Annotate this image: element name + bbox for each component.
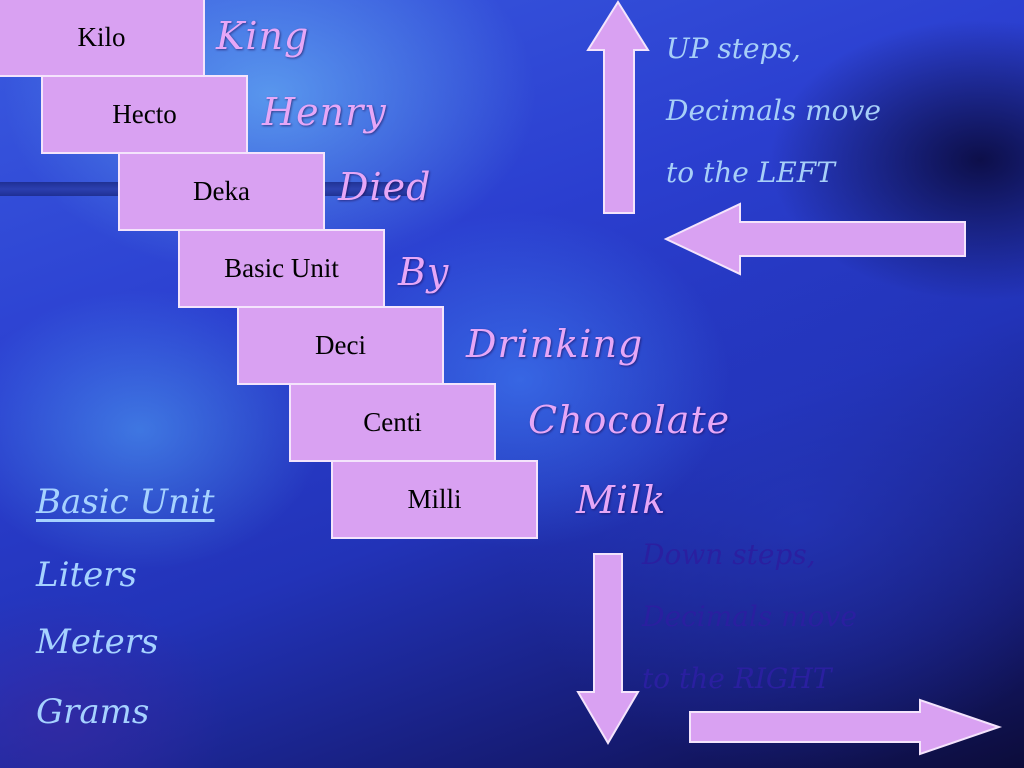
step-deci: Deci [237, 306, 444, 385]
mnemonic-word-king: King [216, 14, 310, 58]
mnemonic-word-milk: Milk [576, 478, 667, 522]
basic-units-header: Basic Unit [36, 482, 215, 522]
up-note-line: Decimals move [666, 94, 881, 127]
up-steps-note: UP steps, Decimals move to the LEFT [666, 18, 881, 204]
down-note-line: Down steps, [642, 538, 816, 571]
arrow-up-icon [586, 0, 650, 214]
basic-unit-item: Grams [36, 692, 150, 732]
step-hecto: Hecto [41, 75, 248, 154]
mnemonic-word-henry: Henry [262, 90, 387, 134]
mnemonic-word-by: By [398, 250, 450, 294]
basic-unit-item: Meters [36, 622, 159, 662]
mnemonic-word-chocolate: Chocolate [528, 398, 731, 442]
step-deka: Deka [118, 152, 325, 231]
basic-unit-item: Liters [36, 555, 137, 595]
arrow-down-icon [576, 553, 640, 745]
down-note-line: to the RIGHT [642, 662, 832, 695]
step-milli: Milli [331, 460, 538, 539]
arrow-left-icon [663, 202, 966, 276]
up-note-line: UP steps, [666, 32, 801, 65]
mnemonic-word-died: Died [338, 165, 432, 209]
down-steps-note: Down steps, Decimals move to the RIGHT [642, 524, 857, 710]
step-kilo: Kilo [0, 0, 205, 77]
step-centi: Centi [289, 383, 496, 462]
up-note-line: to the LEFT [666, 156, 835, 189]
down-note-line: Decimals move [642, 600, 857, 633]
step-basic-unit: Basic Unit [178, 229, 385, 308]
mnemonic-word-drinking: Drinking [466, 322, 644, 366]
arrow-right-icon [689, 698, 1003, 756]
